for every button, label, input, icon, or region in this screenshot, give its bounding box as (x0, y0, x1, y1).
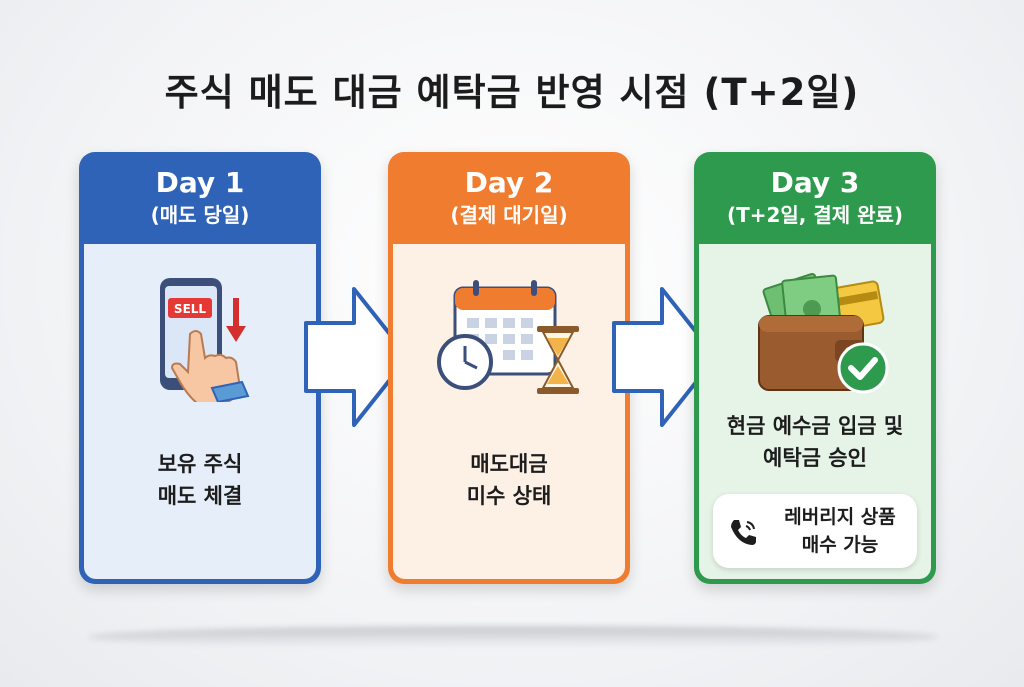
step-header: Day 3 (T+2일, 결제 완료) (694, 152, 936, 244)
step-body: 현금 예수금 입금 및 예탁금 승인 레버리지 상품 매수 가능 (699, 244, 931, 579)
step-subtitle: (매도 당일) (150, 203, 250, 227)
sell-label: SELL (174, 302, 206, 316)
step-description: 보유 주식 매도 체결 (157, 452, 243, 508)
step-header: Day 2 (결제 대기일) (388, 152, 630, 244)
step-subtitle: (T+2일, 결제 완료) (726, 203, 904, 227)
step-card-day1: Day 1 (매도 당일) SELL 보유 주식 매도 체결 (79, 152, 321, 584)
phone-sell-icon: SELL (160, 278, 250, 402)
step-day-label: Day 3 (770, 166, 860, 199)
step-subtitle: (결제 대기일) (450, 203, 568, 227)
step-day-label: Day 2 (464, 166, 554, 199)
arrow-right-icon (612, 287, 718, 427)
step-card-day3: Day 3 (T+2일, 결제 완료) 현금 예수금 입금 및 예탁금 승인 레… (694, 152, 936, 584)
step-card-day2: Day 2 (결제 대기일) 매도대금 미수 상태 (388, 152, 630, 584)
leverage-note-text: 레버리지 상품 매수 가능 (784, 506, 896, 556)
step-day-label: Day 1 (155, 166, 245, 199)
leverage-note: 레버리지 상품 매수 가능 (713, 494, 917, 568)
step-description: 매도대금 미수 상태 (466, 452, 552, 508)
phone-call-icon (731, 520, 756, 545)
step-body: 매도대금 미수 상태 (393, 244, 625, 579)
page-title: 주식 매도 대금 예탁금 반영 시점 (T+2일) (164, 71, 860, 114)
wallet-check-icon (758, 272, 889, 394)
floor-shadow (88, 626, 938, 648)
calendar-clock-hourglass-icon (437, 280, 579, 394)
step-description: 현금 예수금 입금 및 예탁금 승인 (726, 414, 904, 470)
step-header: Day 1 (매도 당일) (79, 152, 321, 244)
arrow-right-icon (304, 287, 410, 427)
step-body: SELL 보유 주식 매도 체결 (84, 244, 316, 579)
